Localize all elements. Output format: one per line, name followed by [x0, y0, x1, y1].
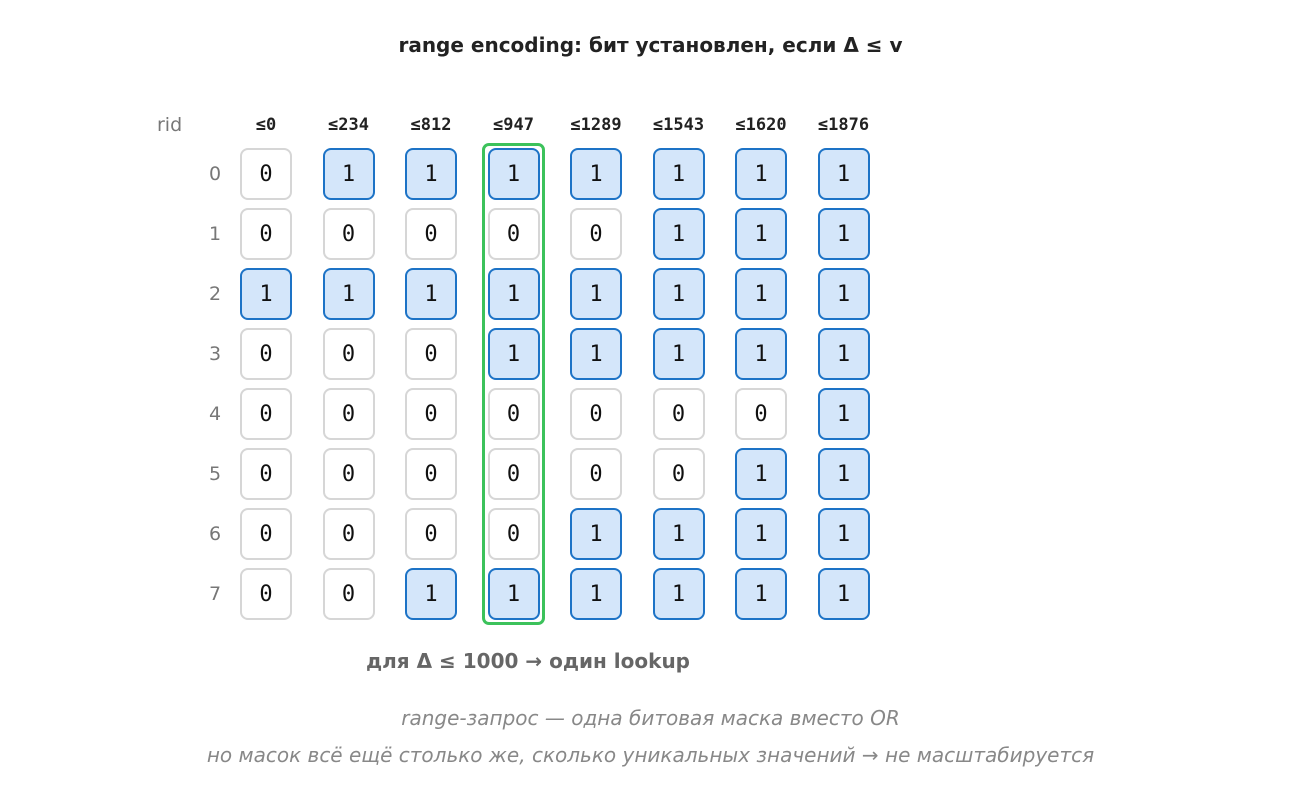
bit-cell-set: 1	[817, 388, 870, 440]
bit-cell-set: 1	[322, 268, 375, 320]
bit-cell-unset: 0	[405, 208, 457, 260]
bit-cell-set: 1	[735, 148, 787, 200]
bit-cell-set: 1	[652, 328, 705, 380]
bit-cell-set: 1	[817, 448, 870, 500]
column-header: ≤1620	[735, 115, 787, 135]
bit-cell-unset: 0	[570, 388, 622, 440]
bit-cell-unset: 0	[487, 208, 540, 260]
bit-cell-set: 1	[652, 508, 705, 560]
row-label: 1	[208, 223, 222, 245]
bit-cell-set: 1	[405, 268, 457, 320]
bit-cell-unset: 0	[322, 388, 375, 440]
column-header: ≤1289	[570, 115, 622, 135]
bit-cell-set: 1	[817, 208, 870, 260]
row-label: 5	[208, 463, 222, 485]
bit-cell-set: 1	[652, 568, 705, 620]
bit-cell-set: 1	[652, 148, 705, 200]
bit-cell-unset: 0	[240, 328, 292, 380]
bit-cell-unset: 0	[322, 508, 375, 560]
column-header: ≤1543	[652, 115, 705, 135]
bit-cell-set: 1	[817, 568, 870, 620]
bit-cell-unset: 0	[405, 448, 457, 500]
bit-cell-set: 1	[240, 268, 292, 320]
footer-line-2: но масок всё ещё столько же, сколько уни…	[206, 743, 1095, 767]
bit-cell-unset: 0	[487, 388, 540, 440]
bit-cell-unset: 0	[570, 208, 622, 260]
bit-cell-unset: 0	[405, 388, 457, 440]
bit-cell-set: 1	[735, 268, 787, 320]
bit-cell-set: 1	[735, 568, 787, 620]
column-header: ≤0	[255, 115, 277, 135]
bit-cell-set: 1	[405, 568, 457, 620]
bit-cell-set: 1	[322, 148, 375, 200]
bit-cell-unset: 0	[405, 508, 457, 560]
bit-cell-set: 1	[817, 508, 870, 560]
row-label: 0	[208, 163, 222, 185]
bit-cell-unset: 0	[570, 448, 622, 500]
bit-cell-unset: 0	[322, 328, 375, 380]
bit-cell-set: 1	[817, 268, 870, 320]
bit-cell-set: 1	[487, 328, 540, 380]
bit-cell-set: 1	[570, 148, 622, 200]
bit-cell-unset: 0	[652, 388, 705, 440]
bit-cell-unset: 0	[322, 208, 375, 260]
bit-cell-set: 1	[735, 208, 787, 260]
bit-cell-set: 1	[570, 268, 622, 320]
column-header: ≤812	[410, 115, 452, 135]
bit-cell-set: 1	[487, 148, 540, 200]
bit-cell-set: 1	[735, 448, 787, 500]
bit-cell-unset: 0	[487, 508, 540, 560]
bit-cell-set: 1	[487, 568, 540, 620]
bit-cell-set: 1	[570, 328, 622, 380]
footer-line-1: range-запрос — одна битовая маска вместо…	[401, 706, 900, 730]
rid-axis-label: rid	[157, 114, 183, 136]
bit-cell-unset: 0	[322, 448, 375, 500]
bit-cell-set: 1	[570, 568, 622, 620]
bit-cell-unset: 0	[405, 328, 457, 380]
bit-cell-set: 1	[652, 208, 705, 260]
bit-cell-unset: 0	[240, 508, 292, 560]
bit-cell-set: 1	[735, 328, 787, 380]
bit-cell-set: 1	[652, 268, 705, 320]
bit-cell-set: 1	[735, 508, 787, 560]
bit-cell-unset: 0	[487, 448, 540, 500]
column-header: ≤234	[328, 115, 369, 135]
row-label: 6	[208, 523, 222, 545]
row-label: 7	[208, 583, 222, 605]
bit-cell-set: 1	[817, 148, 870, 200]
row-label: 3	[208, 343, 222, 365]
bit-cell-unset: 0	[240, 208, 292, 260]
bit-cell-unset: 0	[735, 388, 787, 440]
bit-cell-set: 1	[487, 268, 540, 320]
bit-cell-unset: 0	[240, 148, 292, 200]
bit-cell-set: 1	[570, 508, 622, 560]
bit-cell-unset: 0	[322, 568, 375, 620]
bit-cell-unset: 0	[240, 388, 292, 440]
highlighted-column-frame	[482, 143, 545, 625]
bit-cell-unset: 0	[652, 448, 705, 500]
row-label: 2	[208, 283, 222, 305]
column-header: ≤1876	[817, 115, 870, 135]
column-header: ≤947	[493, 115, 534, 135]
bit-cell-set: 1	[405, 148, 457, 200]
row-label: 4	[208, 403, 222, 425]
bit-cell-unset: 0	[240, 568, 292, 620]
bit-cell-set: 1	[817, 328, 870, 380]
lookup-note: для Δ ≤ 1000 → один lookup	[366, 649, 690, 673]
bit-cell-unset: 0	[240, 448, 292, 500]
diagram-title: range encoding: бит установлен, если Δ ≤…	[398, 33, 903, 57]
